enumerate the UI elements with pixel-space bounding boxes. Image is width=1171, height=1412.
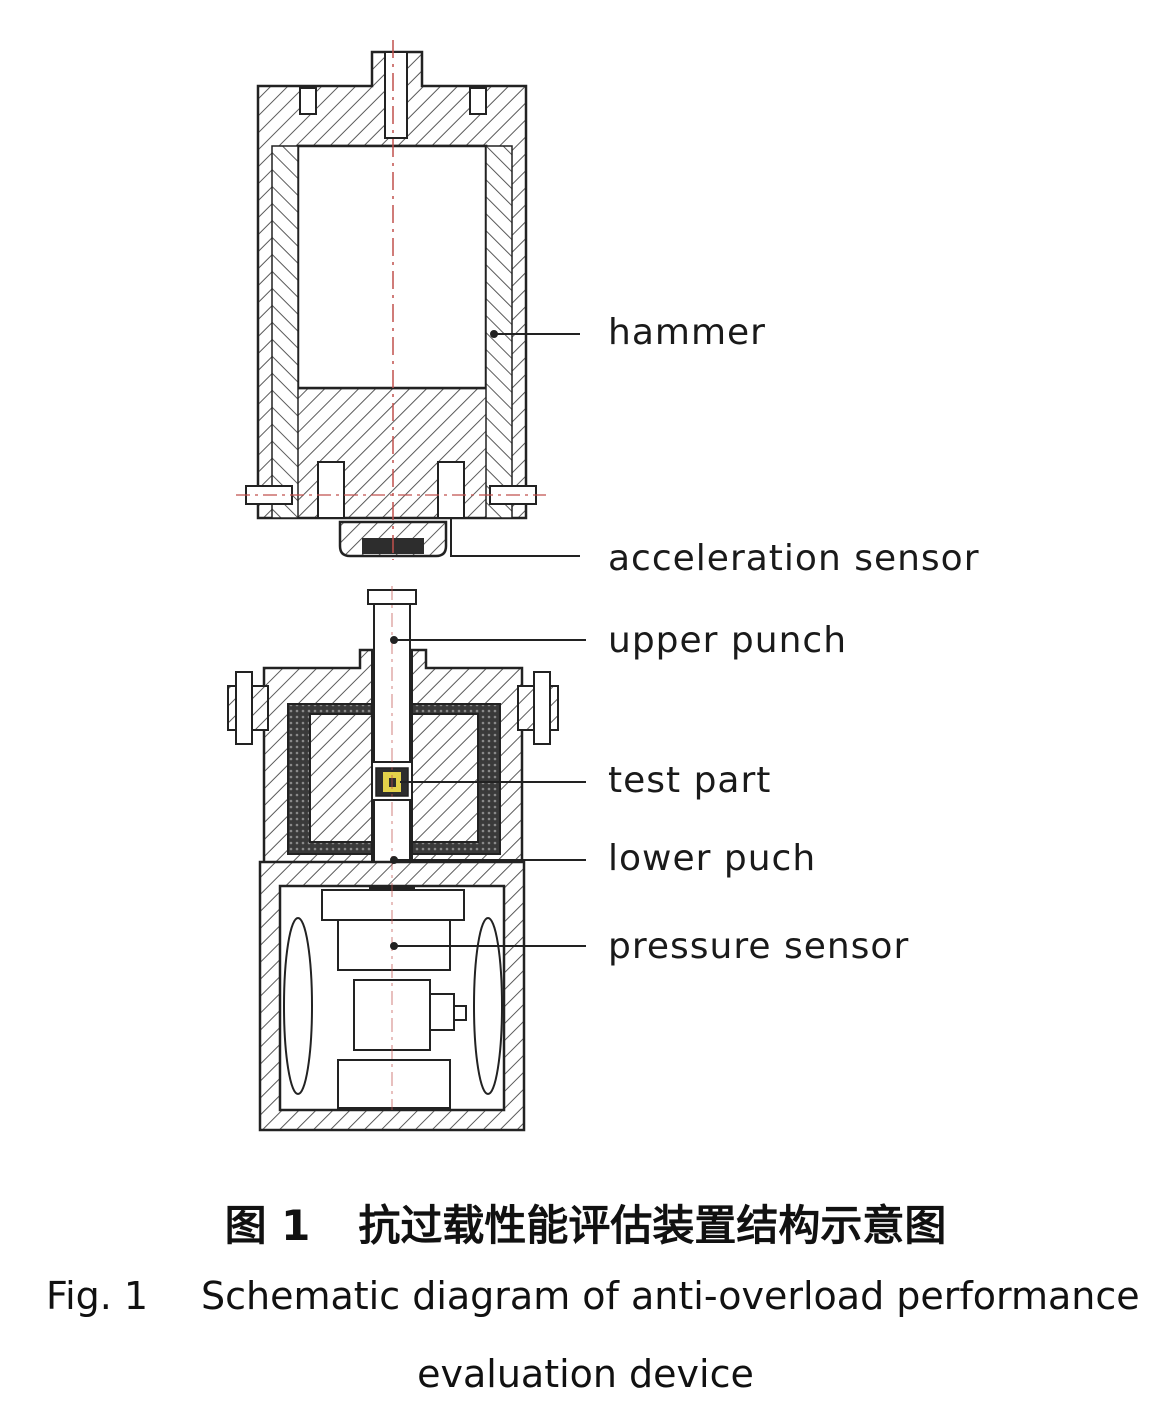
top-bolt-left (299, 87, 317, 115)
frame-window-right (473, 917, 503, 1095)
leader-lines (390, 330, 586, 950)
sensor-base (337, 1059, 451, 1109)
sensor-connector (429, 993, 455, 1031)
clamp-bolt-right (533, 671, 551, 745)
sensor-hole-right (437, 461, 465, 519)
label-lower-punch: lower puch (608, 838, 817, 879)
leader-upper-punch-dot (390, 636, 398, 644)
hammer-stem-bore (384, 51, 408, 139)
caption-cn-number: 图 1 (224, 1201, 311, 1250)
label-upper-punch: upper punch (608, 620, 848, 661)
hammer-assembly (236, 40, 546, 560)
label-pressure-sensor: pressure sensor (608, 926, 910, 967)
support-frame (258, 860, 526, 1132)
leader-acceleration-sensor (450, 518, 580, 557)
lower-assembly (227, 586, 559, 1132)
top-bolt-right (469, 87, 487, 115)
caption-en-title-line2: evaluation device (417, 1352, 754, 1396)
device-schematic (227, 40, 586, 1132)
frame-window-left (283, 917, 313, 1095)
sensor-connector-tip (453, 1005, 467, 1021)
sensor-top-plate (321, 889, 465, 921)
hammer-cavity (296, 144, 488, 390)
upper-punch (373, 603, 411, 763)
leader-pressure-sensor-dot (390, 942, 398, 950)
caption-en-number: Fig. 1 (46, 1274, 149, 1318)
caption-chinese: 图 1 抗过载性能评估装置结构示意图 (0, 1192, 1171, 1253)
hammer-wall-left (271, 145, 299, 519)
leader-hammer-dot (490, 330, 498, 338)
caption-en-title-line1: Schematic diagram of anti-overload perfo… (201, 1274, 1140, 1318)
clamp-bolt-left (235, 671, 253, 745)
hammer-wall-right (485, 145, 513, 519)
caption-english-line1: Fig. 1 Schematic diagram of anti-overload… (46, 1274, 1146, 1318)
leader-lower-punch-dot (390, 856, 398, 864)
sensor-hole-left (317, 461, 345, 519)
caption-cn-title: 抗过载性能评估装置结构示意图 (358, 1201, 947, 1250)
label-test-part: test part (608, 760, 772, 801)
label-acceleration-sensor: acceleration sensor (608, 538, 980, 579)
label-hammer: hammer (608, 312, 766, 353)
